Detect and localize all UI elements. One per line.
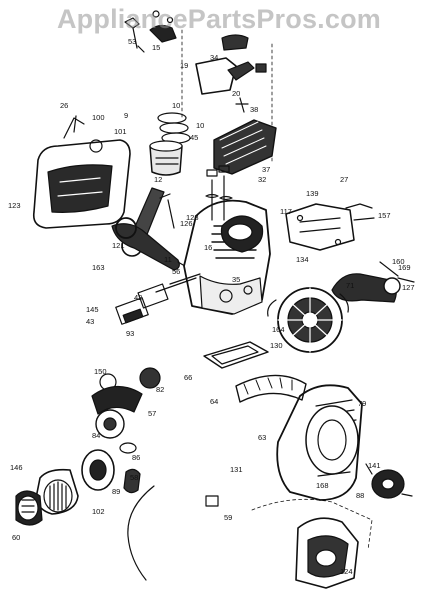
shroud-bracket (285, 203, 375, 251)
label-plate (205, 495, 219, 507)
callout-c2: 15 (152, 43, 160, 52)
callout-c58: 168 (316, 481, 329, 490)
callout-c38: 79 (358, 399, 366, 408)
callout-c44: 82 (156, 385, 164, 394)
callout-c40: 63 (258, 433, 266, 442)
air-baffle (235, 374, 307, 403)
callout-c52: 102 (92, 507, 105, 516)
callout-c16: 37 (262, 165, 270, 174)
callout-c8: 100 (92, 113, 105, 122)
piston-rings (157, 112, 191, 144)
callout-c56: 88 (356, 491, 364, 500)
starter-motor (331, 261, 415, 303)
callout-c45: 57 (148, 409, 156, 418)
throttle-linkage-top (124, 10, 177, 53)
cylinder-head (213, 119, 277, 175)
callout-c34: 43 (86, 317, 94, 326)
callout-c41: 130 (270, 341, 283, 350)
callout-c4: 34 (210, 53, 218, 62)
callout-c57: 131 (230, 465, 243, 474)
callout-labels: 53 15 19 34 20 38 26 100 9 10 101 10 45 … (8, 37, 415, 576)
callout-c51: 146 (10, 463, 23, 472)
callout-c26: 11 (164, 255, 172, 264)
callout-c15: 12 (154, 175, 162, 184)
piston (149, 140, 183, 176)
callout-c29: 164 (272, 325, 285, 334)
callout-c11: 101 (114, 127, 127, 136)
fuel-line (127, 485, 155, 581)
crankshaft (111, 217, 203, 277)
callout-c14: 123 (8, 201, 21, 210)
callout-c25: 128 (186, 213, 199, 222)
callout-c48: 86 (132, 453, 140, 462)
callout-c10: 10 (172, 101, 180, 110)
callout-c27: 56 (172, 267, 180, 276)
oil-pan-gasket (203, 341, 269, 369)
callout-c7: 26 (60, 101, 68, 110)
callout-c22: 16 (204, 243, 212, 252)
callout-c42: 66 (184, 373, 192, 382)
callout-c19: 27 (340, 175, 348, 184)
intake-gaskets (115, 283, 169, 325)
engine-cover-lower (295, 517, 359, 589)
callout-c20: 139 (306, 189, 319, 198)
air-cleaner (15, 468, 79, 526)
valve-springs (205, 165, 233, 221)
callout-c9: 9 (124, 111, 128, 120)
callout-c18: 32 (258, 175, 266, 184)
governor-bracket (195, 34, 267, 113)
callout-c39: 64 (210, 397, 218, 406)
callout-c59: 59 (224, 513, 232, 522)
callout-c43: 150 (94, 367, 107, 376)
flywheel (267, 287, 349, 353)
callout-c21: 117 (280, 207, 292, 216)
starter-cup (365, 463, 413, 499)
callout-c49: 58 (130, 473, 138, 482)
callout-c60: 60 (12, 533, 20, 542)
callout-c31: 134 (296, 255, 309, 264)
callout-c55: 141 (368, 461, 381, 470)
callout-c23: 121 (112, 241, 125, 250)
callout-c24: 163 (92, 263, 105, 272)
callout-c5: 20 (232, 89, 240, 98)
watermark: AppliancePartsPros.com (56, 4, 381, 34)
callout-c37: 127 (402, 283, 415, 292)
callout-c46: 84 (92, 431, 100, 440)
callout-c47: 89 (112, 487, 120, 496)
callout-c50: 124 (340, 567, 353, 576)
callout-c6: 38 (250, 105, 258, 114)
callout-c3: 19 (180, 61, 188, 70)
callout-c30: 35 (232, 275, 240, 284)
dashed-outline (251, 498, 373, 551)
callout-c32: 169 (398, 263, 411, 272)
callout-c54: 157 (378, 211, 391, 220)
callout-c36: 71 (346, 281, 354, 290)
callout-c35: 145 (86, 305, 99, 314)
callout-c28: 42 (134, 293, 142, 302)
callout-c12: 10 (196, 121, 204, 130)
callout-c53: 160 (392, 257, 405, 266)
callout-c13: 45 (190, 133, 198, 142)
starter-pulley (81, 449, 141, 494)
engine-block (155, 199, 271, 315)
blower-housing (276, 384, 363, 501)
callout-c33: 93 (126, 329, 134, 338)
carburetor-housing (32, 115, 131, 229)
callout-c17: 126 (180, 219, 193, 228)
recoil-starter-parts (91, 367, 161, 454)
callout-c1: 53 (128, 37, 136, 46)
